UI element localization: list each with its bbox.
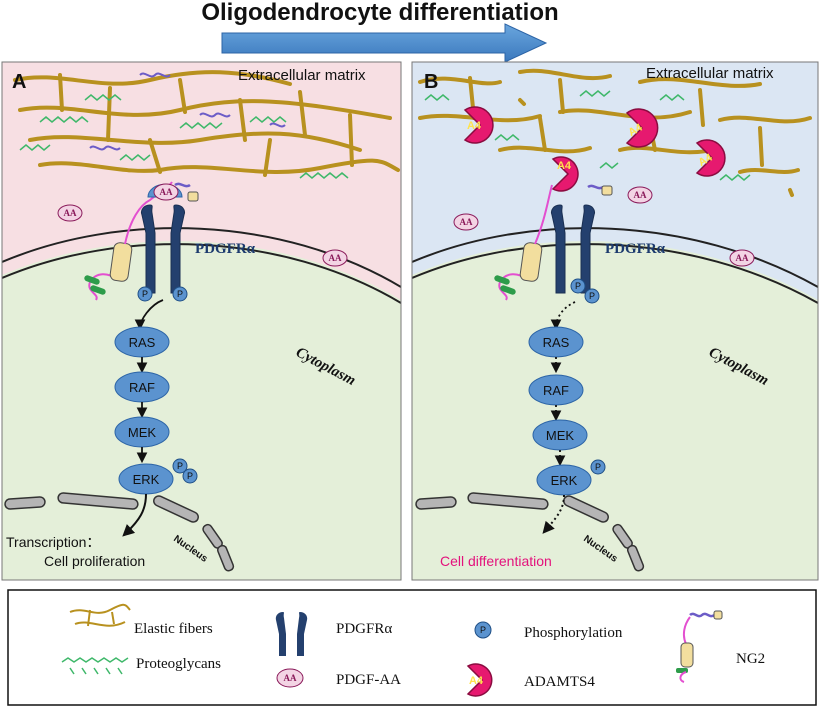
legend-pdgfra: PDGFRα [336,621,392,637]
raf-label-a: RAF [129,380,155,395]
phospho-label-a1: P [142,289,148,299]
arrow-a-receptor-ras [134,299,164,331]
phospho-b2 [584,288,600,304]
elastic-fibers-a [13,70,400,177]
legend-aa-icon-label: AA [284,673,297,683]
adamts4-enzyme-b2: A4 [625,108,659,148]
panel-b-output: Cell differentiation [440,553,552,569]
free-pdgf-aa-b3 [729,249,755,267]
panel-a [2,62,401,580]
mek-label-b: MEK [546,428,575,443]
legend-elastic-fibers: Elastic fibers [134,621,213,637]
free-aa-label-b3: AA [736,253,749,263]
panel-a-receptor-label: PDGFRα [195,241,256,257]
legend-phosphorylation: Phosphorylation [524,625,623,641]
figure-title: Oligodendrocyte differentiation [201,0,558,26]
nuclear-envelope-a [4,492,235,572]
phospho-label-b1: P [575,281,581,291]
legend-pdgfra-icon [275,612,308,656]
phospho-b1 [570,278,586,294]
differentiation-arrow [221,23,548,63]
legend-phosphorylation-icon [474,621,492,639]
legend-proteoglycans: Proteoglycans [136,656,221,672]
legend-proteoglycans-icon [61,657,129,675]
panel-a-output-line2: Cell proliferation [44,553,145,569]
erk-phospho-a1 [172,458,188,474]
panel-b-receptor-label: PDGFRα [605,241,666,257]
arrow-a-erk-nucleus [122,493,147,537]
panel-b [412,62,818,580]
nuclear-envelope-b [415,492,645,572]
phospho-a2 [172,286,188,302]
mek-label-a: MEK [128,425,157,440]
ng2-b [494,184,613,301]
legend-adamts4: ADAMTS4 [524,674,595,690]
erk-phospho-label-a1: P [177,461,183,471]
erk-phospho-label-a2: P [187,471,193,481]
ng2-ectodomains-a [89,72,286,151]
phospho-label-a2: P [177,289,183,299]
ras-label-a: RAS [129,335,156,350]
legend-elastic-fibers-icon [69,603,131,627]
panel-a-ecm-label: Extracellular matrix [238,67,366,84]
erk-phospho-label-b1: P [595,462,601,472]
erk-label-b: ERK [551,473,578,488]
bound-pdgf-aa-a [153,183,179,201]
erk-phospho-a2 [182,468,198,484]
a4-label-b4: A4 [557,160,572,172]
legend-ng2-icon [676,610,723,683]
erk-label-a: ERK [133,472,160,487]
legend-pdgf-aa-icon [276,668,304,688]
free-pdgf-aa-a2 [322,249,348,267]
legend-adamts4-icon: A4 [466,663,493,697]
arrow-b-receptor-ras [550,301,576,331]
legend-pdgf-aa: PDGF-AA [336,672,401,688]
raf-label-b: RAF [543,383,569,398]
panel-b-letter: B [424,71,438,93]
bound-aa-label-a: AA [160,187,173,197]
legend-a4-icon-label: A4 [469,675,484,687]
free-aa-label-b2: AA [460,217,473,227]
free-aa-label-a1: AA [64,208,77,218]
free-aa-label-b1: AA [634,190,647,200]
free-pdgf-aa-b1 [627,186,653,204]
phospho-label-b2: P [589,291,595,301]
legend-ng2: NG2 [736,651,765,667]
phospho-a1 [137,286,153,302]
panel-a-letter: A [12,71,26,93]
erk-phospho-b1 [590,459,606,475]
proteoglycans-b [424,90,751,181]
panel-a-output-line1: Transcription： [6,534,100,550]
free-aa-label-a2: AA [329,253,342,263]
panel-b-ecm-label: Extracellular matrix [646,65,774,82]
ras-label-b: RAS [543,335,570,350]
free-pdgf-aa-b2 [453,213,479,231]
free-pdgf-aa-a1 [57,204,83,222]
adamts4-enzyme-b1: A4 [463,106,494,144]
legend-box [7,589,817,706]
adamts4-enzyme-b3: A4 [695,139,726,177]
adamts4-enzyme-b4: A4 [551,156,579,192]
legend-p-icon-label: P [480,625,486,635]
a4-label-b1: A4 [467,120,482,132]
proteoglycans-a [19,94,349,179]
